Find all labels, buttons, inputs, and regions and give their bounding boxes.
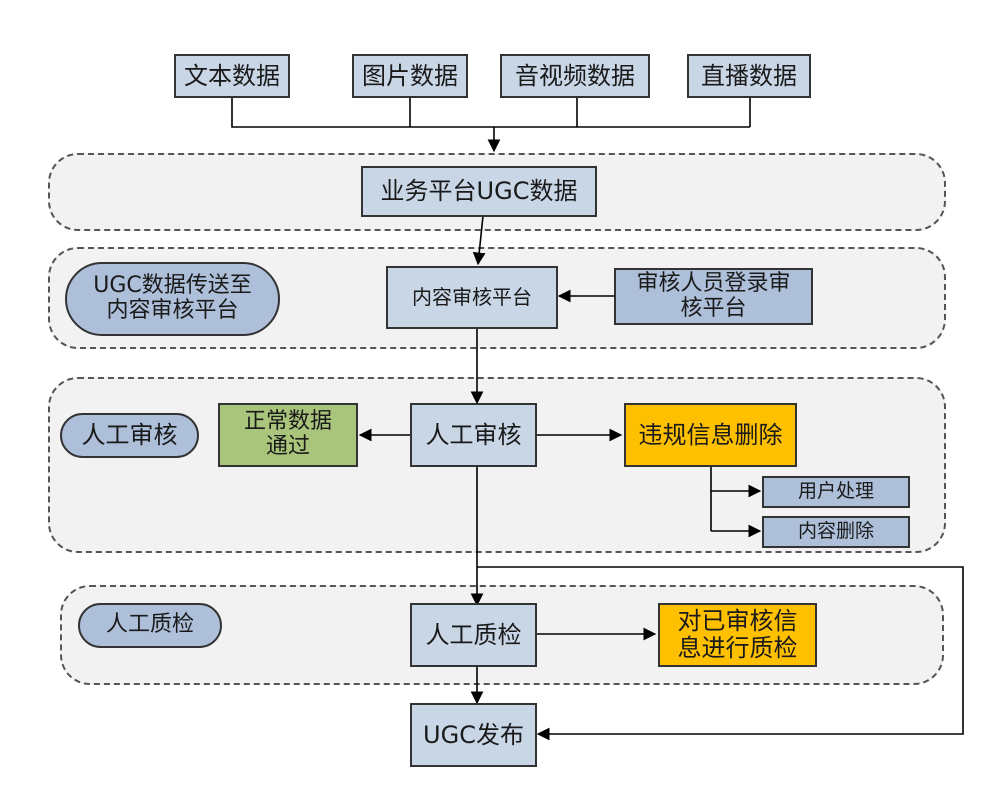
violation-delete-node: 违规信息删除 — [624, 403, 797, 467]
lane-label-quality-check: 人工质检 — [78, 603, 222, 648]
ugc-publish-node: UGC发布 — [410, 703, 537, 767]
source-text-data: 文本数据 — [174, 54, 290, 98]
quality-check-node: 人工质检 — [410, 603, 537, 667]
lane-label-transfer: UGC数据传送至 内容审核平台 — [65, 262, 280, 336]
reviewer-login-node: 审核人员登录审 核平台 — [614, 268, 813, 325]
edge-text-source — [231, 97, 750, 128]
source-live-data: 直播数据 — [687, 54, 811, 98]
content-delete-node: 内容删除 — [762, 516, 910, 548]
audit-platform-node: 内容审核平台 — [386, 266, 558, 329]
source-av-data: 音视频数据 — [500, 54, 650, 98]
user-handling-node: 用户处理 — [762, 476, 910, 508]
edge-review-to-publish — [477, 566, 964, 741]
manual-review-node: 人工审核 — [410, 403, 537, 467]
business-platform-ugc-node: 业务平台UGC数据 — [361, 166, 597, 217]
source-image-data: 图片数据 — [352, 54, 468, 98]
edge-platform-to-audit — [472, 215, 486, 266]
approved-pass-node: 正常数据 通过 — [218, 403, 358, 467]
lane-label-manual-review: 人工审核 — [60, 413, 199, 458]
quality-check-action-node: 对已审核信 息进行质检 — [658, 603, 817, 667]
